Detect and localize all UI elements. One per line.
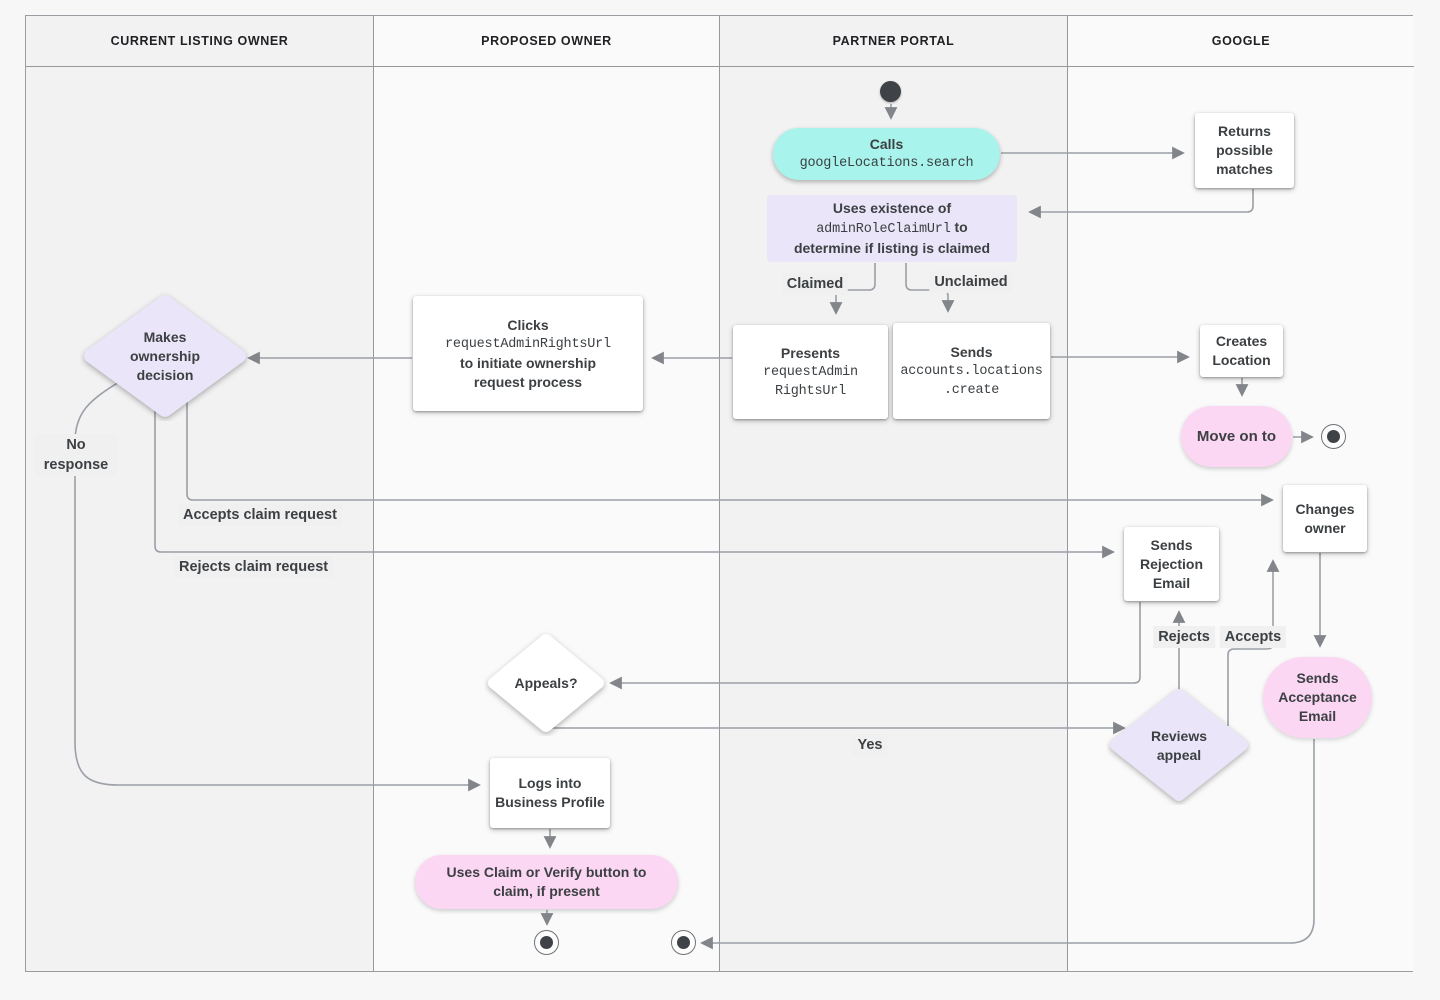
sends-rejection-label: Sends Rejection Email xyxy=(1139,536,1203,591)
sends-acceptance-label: Sends Acceptance Email xyxy=(1278,670,1357,724)
appeals-label: Appeals? xyxy=(514,674,578,691)
lane-header-google: GOOGLE xyxy=(1068,16,1414,67)
changes-owner-label: Changes owner xyxy=(1295,500,1355,536)
edge-label-accepts-claim-request: Accepts claim request xyxy=(178,504,342,526)
start-node xyxy=(880,81,901,102)
clicks-line4: request process xyxy=(473,373,583,390)
edge-label-yes: Yes xyxy=(852,734,888,756)
sends-create-title: Sends xyxy=(950,343,993,360)
uses-line2: adminRoleClaimUrl to xyxy=(816,218,967,239)
uses-existence-box: Uses existence of adminRoleClaimUrl to d… xyxy=(767,195,1017,262)
move-on-to-pill: Move on to xyxy=(1181,406,1292,467)
sends-rejection-email-box: Sends Rejection Email xyxy=(1124,527,1219,601)
calls-code: googleLocations.search xyxy=(799,156,974,171)
clicks-code: requestAdminRightsUrl xyxy=(445,336,611,352)
lane-header-current-listing-owner: CURRENT LISTING OWNER xyxy=(26,16,373,67)
lane-current-listing-owner: CURRENT LISTING OWNER xyxy=(26,16,374,971)
uses-line1: Uses existence of xyxy=(832,200,952,216)
edge-label-no-response: No response xyxy=(35,434,117,476)
end-node-dot xyxy=(540,936,553,949)
uses-code: adminRoleClaimUrl xyxy=(816,222,951,237)
clicks-title: Clicks xyxy=(507,316,549,333)
edge-label-rejects-claim-request: Rejects claim request xyxy=(174,556,334,578)
makes-ownership-decision-label: Makes ownership decision xyxy=(129,328,200,383)
clicks-request-admin-rights-url-box: Clicks requestAdminRightsUrl to initiate… xyxy=(413,296,643,411)
end-node-dot xyxy=(1327,430,1340,443)
calls-title: Calls xyxy=(869,136,904,152)
sends-create-code-line1: accounts.locations xyxy=(900,363,1043,379)
uses-line3: determine if listing is claimed xyxy=(793,240,991,256)
creates-location-label: Creates Location xyxy=(1212,333,1271,368)
sends-accounts-locations-create-box: Sends accounts.locations .create xyxy=(893,323,1050,419)
lane-header-partner-portal: PARTNER PORTAL xyxy=(720,16,1067,67)
creates-location-box: Creates Location xyxy=(1200,325,1283,377)
edge-label-accepts: Accepts xyxy=(1219,626,1287,648)
changes-owner-box: Changes owner xyxy=(1283,485,1367,552)
edge-label-rejects: Rejects xyxy=(1153,626,1215,648)
logs-in-label: Logs into Business Profile xyxy=(495,775,605,810)
logs-into-business-profile-box: Logs into Business Profile xyxy=(490,758,610,828)
end-node-claim xyxy=(534,930,559,955)
end-node-move-on xyxy=(1321,424,1346,449)
reviews-appeal-label: Reviews appeal xyxy=(1150,728,1208,763)
presents-code-line2: RightsUrl xyxy=(774,383,847,399)
presents-request-admin-rights-url-box: Presents requestAdmin RightsUrl xyxy=(733,325,888,419)
sends-acceptance-email-blob: Sends Acceptance Email xyxy=(1263,657,1372,738)
calls-google-locations-search-pill: Calls googleLocations.search xyxy=(773,128,1000,180)
claim-verify-label: Uses Claim or Verify button to claim, if… xyxy=(446,864,647,899)
end-node-acceptance xyxy=(671,930,696,955)
returns-label: Returns possible matches xyxy=(1216,123,1273,177)
edge-label-claimed: Claimed xyxy=(781,273,849,295)
presents-title: Presents xyxy=(780,344,841,361)
edge-label-unclaimed: Unclaimed xyxy=(929,271,1013,293)
move-on-label: Move on to xyxy=(1196,428,1277,445)
sends-create-code-line2: .create xyxy=(943,382,1000,398)
returns-possible-matches-box: Returns possible matches xyxy=(1195,113,1294,188)
uses-claim-or-verify-pill: Uses Claim or Verify button to claim, if… xyxy=(415,855,678,909)
clicks-line3: to initiate ownership xyxy=(459,354,597,371)
end-node-dot xyxy=(677,936,690,949)
uses-after-code: to xyxy=(950,219,968,235)
presents-code-line1: requestAdmin xyxy=(763,364,858,380)
lane-header-proposed-owner: PROPOSED OWNER xyxy=(374,16,719,67)
